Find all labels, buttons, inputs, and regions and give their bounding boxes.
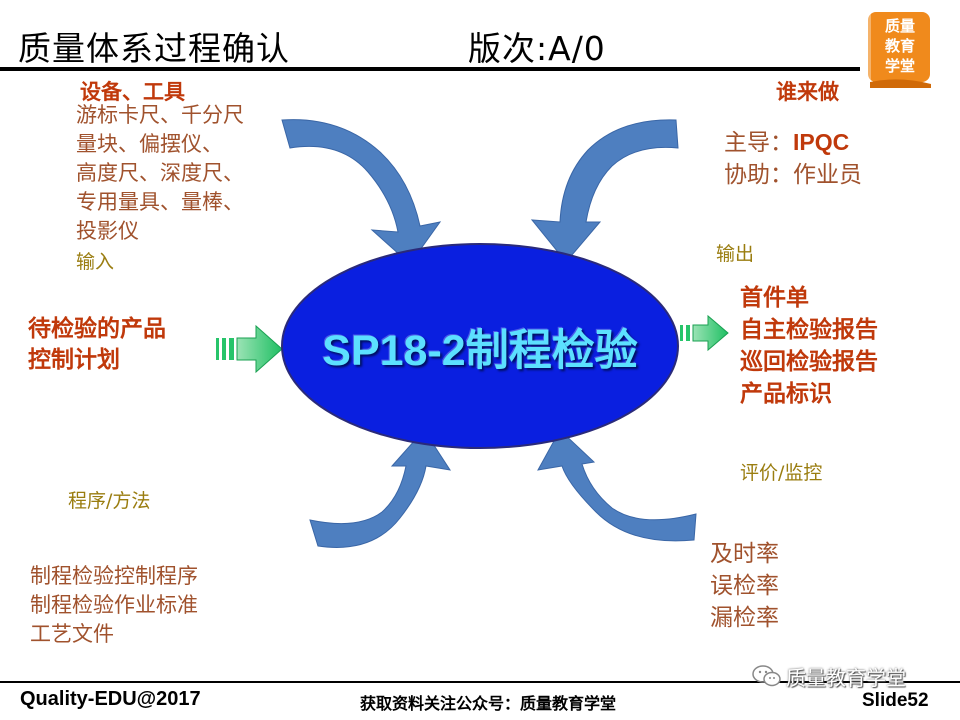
logo-line-2: 教育 (884, 37, 915, 55)
curved-arrow-top-right (530, 119, 679, 263)
equipment-item: 高度尺、深度尺、 (76, 161, 244, 185)
wechat-icon (752, 664, 782, 688)
input-label: 输入 (76, 251, 115, 273)
method-label: 程序/方法 (68, 490, 151, 512)
output-item: 巡回检验报告 (740, 349, 878, 375)
evaluation-list: 及时率 误检率 漏检率 (710, 538, 779, 634)
method-item: 制程检验控制程序 (30, 564, 198, 588)
page-title: 质量体系过程确认 (18, 29, 290, 68)
logo-shape (865, 12, 931, 88)
logo-line-1: 质量 (884, 17, 915, 35)
center-label: SP18-2制程检验 (322, 327, 638, 375)
slide-number: Slide52 (862, 690, 929, 711)
footer-copyright: Quality-EDU@2017 (20, 688, 201, 710)
input-arrow (216, 324, 283, 374)
evaluation-item: 漏检率 (710, 605, 779, 631)
who-lead-prefix: 主导： (724, 130, 793, 156)
output-item: 自主检验报告 (740, 317, 878, 343)
curved-arrow-bottom-left (309, 429, 452, 548)
logo-line-3: 学堂 (884, 57, 915, 75)
logo-text: 质量 教育 学堂 (876, 16, 924, 76)
output-arrow (680, 314, 729, 352)
output-item: 产品标识 (740, 381, 832, 407)
who-lead: 主导：IPQC (724, 123, 849, 157)
equipment-heading: 设备、工具 (80, 80, 185, 104)
method-item: 制程检验作业标准 (30, 593, 198, 617)
method-item: 工艺文件 (30, 622, 114, 646)
equipment-item: 专用量具、量棒、 (76, 190, 244, 214)
evaluation-label: 评价/监控 (740, 462, 823, 484)
header-divider (0, 67, 860, 71)
who-lead-value: IPQC (793, 129, 850, 155)
evaluation-item: 误检率 (710, 573, 779, 599)
version-label: 版次:A/0 (468, 29, 606, 68)
who-assist: 协助：作业员 (724, 162, 862, 188)
output-item: 首件单 (740, 285, 809, 311)
equipment-item: 量块、偏摆仪、 (76, 132, 223, 156)
center-ellipse (281, 243, 679, 449)
input-list: 待检验的产品 控制计划 (28, 314, 166, 376)
input-item: 控制计划 (28, 347, 120, 373)
method-list: 制程检验控制程序 制程检验作业标准 工艺文件 (30, 562, 198, 649)
footer-watermark: 质量教育学堂 (786, 666, 906, 690)
output-list: 首件单 自主检验报告 巡回检验报告 产品标识 (740, 282, 878, 410)
evaluation-item: 及时率 (710, 541, 779, 567)
who-heading: 谁来做 (776, 80, 839, 104)
equipment-list: 游标卡尺、千分尺 量块、偏摆仪、 高度尺、深度尺、 专用量具、量棒、 投影仪 (76, 101, 244, 246)
curved-arrow-bottom-right (537, 429, 697, 542)
curved-arrow-top-left (281, 119, 442, 265)
equipment-item: 投影仪 (76, 219, 139, 243)
equipment-item: 游标卡尺、千分尺 (76, 103, 244, 127)
output-label: 输出 (716, 243, 755, 265)
footer-notice: 获取资料关注公众号：质量教育学堂 (360, 694, 617, 713)
logo-badge: 质量 教育 学堂 (865, 10, 937, 88)
footer-divider (0, 681, 960, 683)
input-item: 待检验的产品 (28, 316, 166, 342)
